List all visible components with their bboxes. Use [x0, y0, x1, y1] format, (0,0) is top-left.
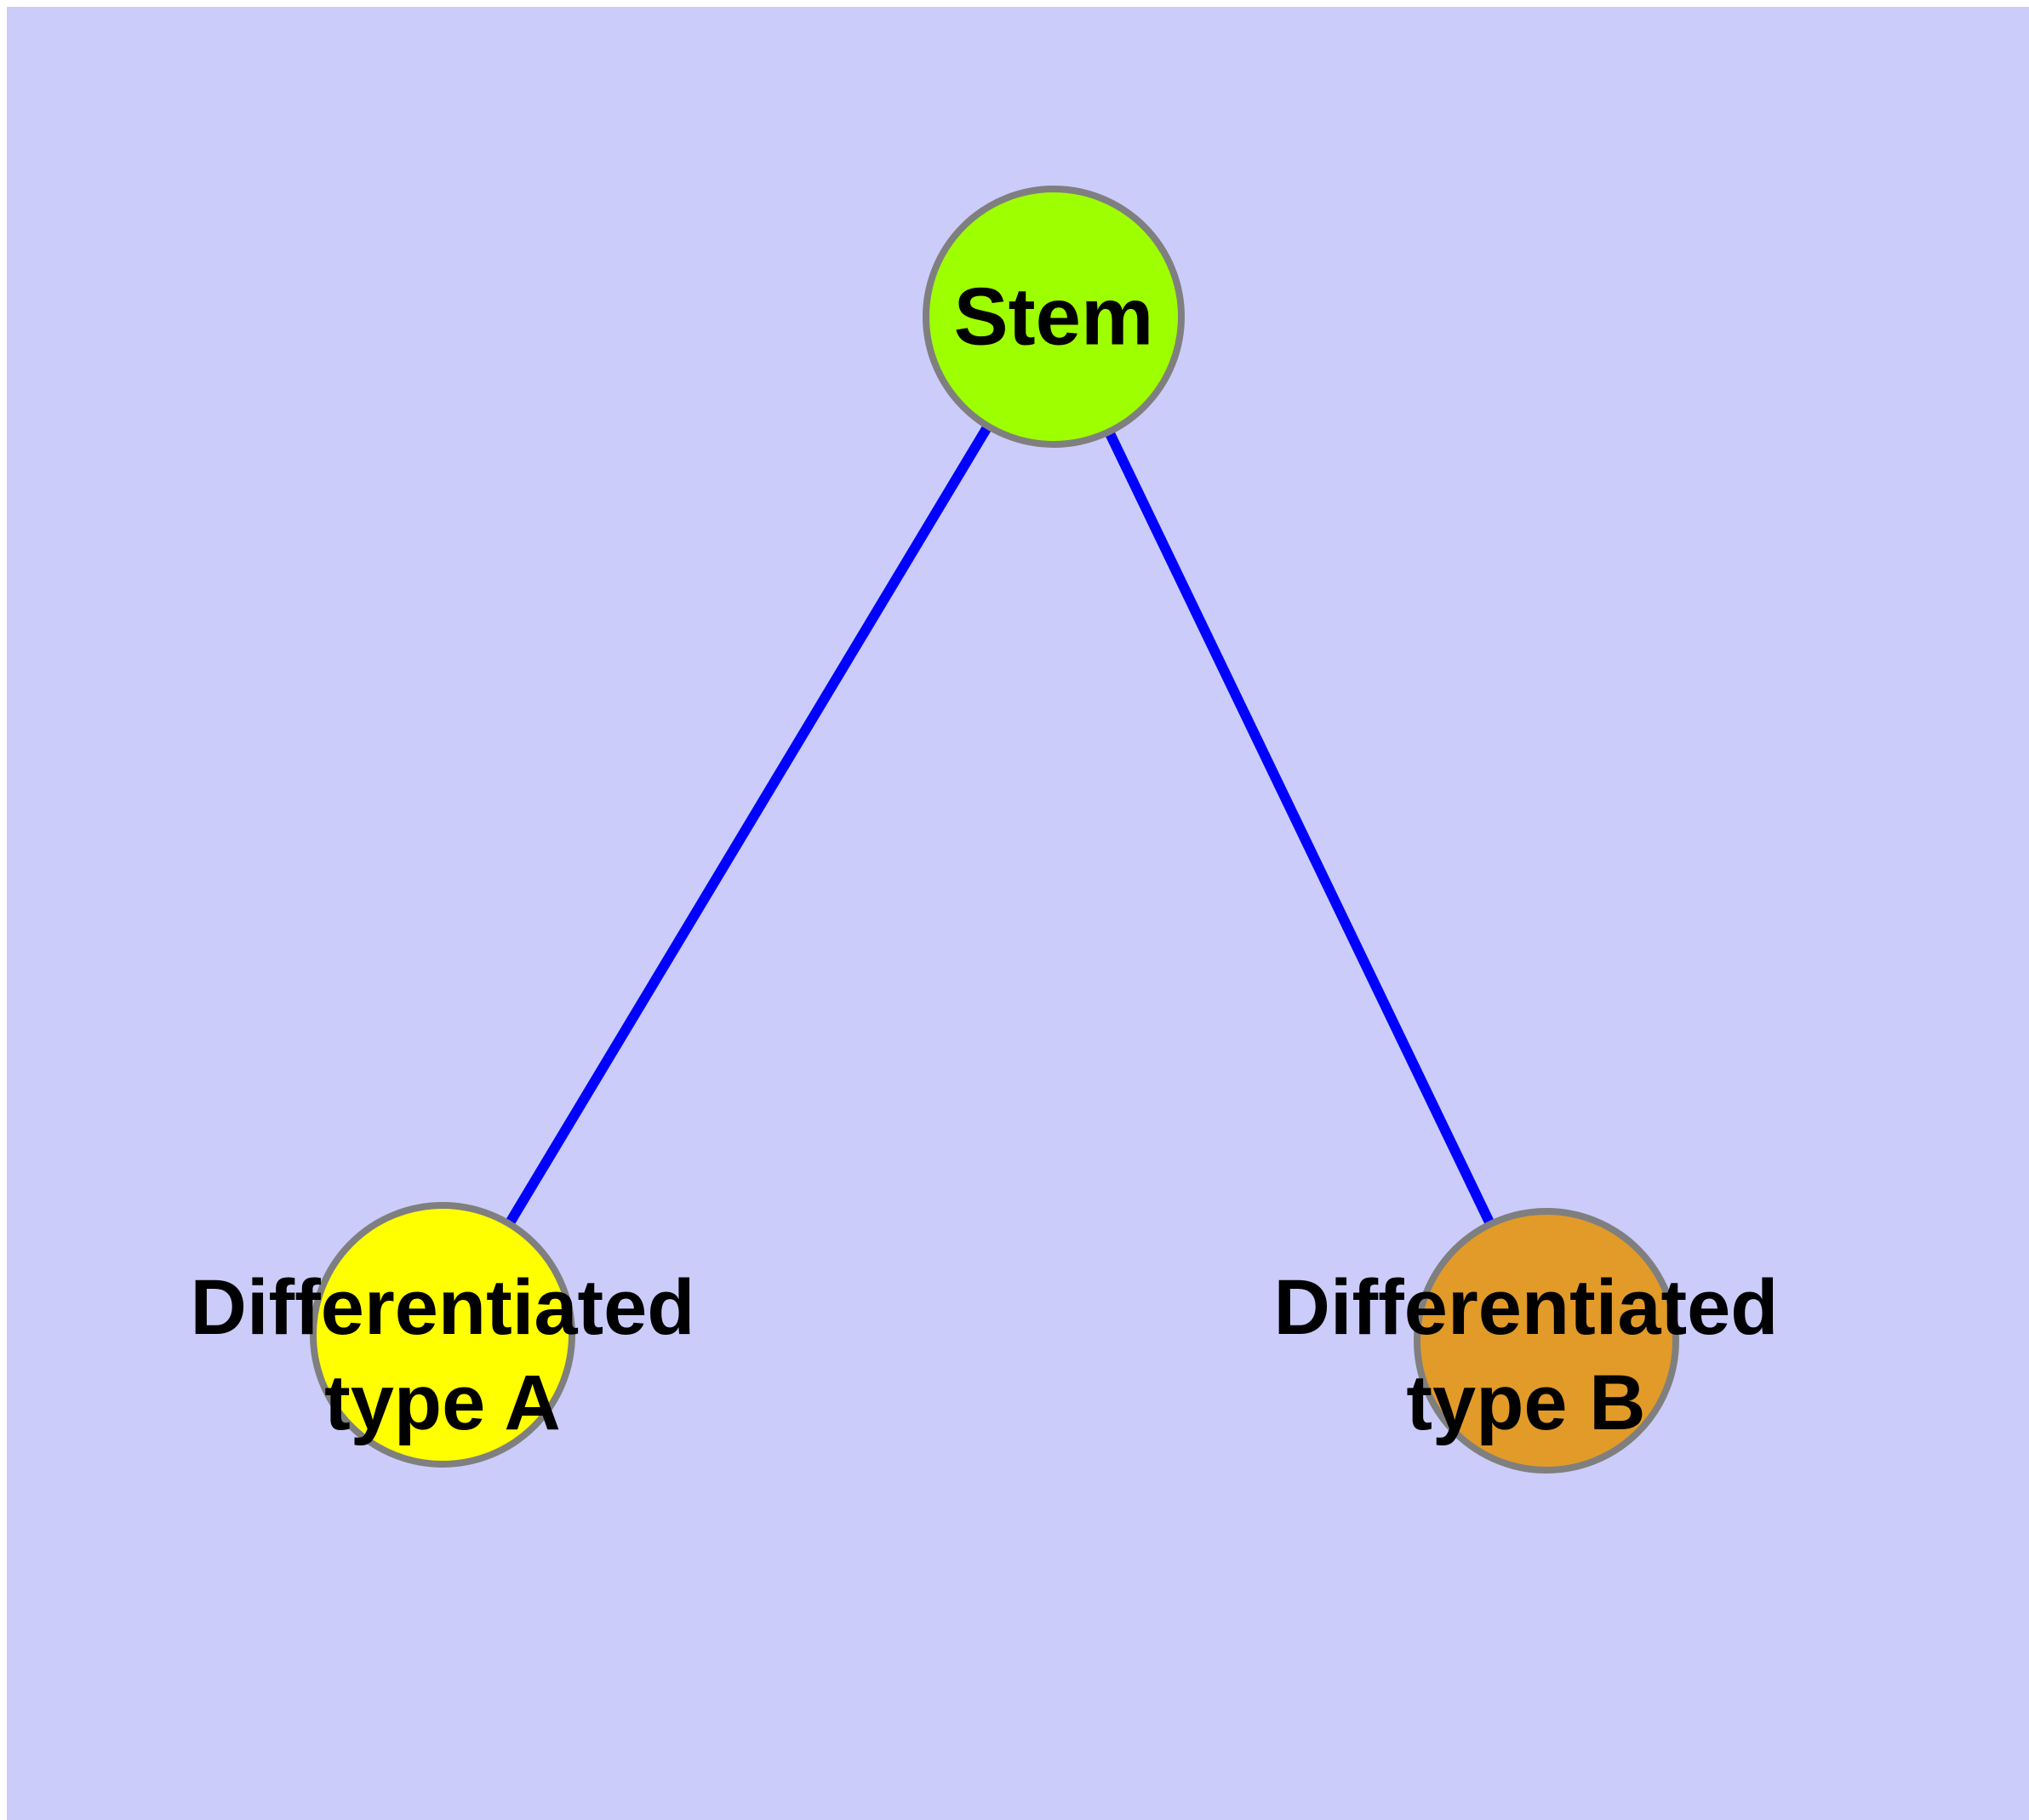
node-layer	[310, 186, 1679, 1474]
edge-stem-to-differentiated-type-b[interactable]	[1049, 314, 1552, 1343]
node-stem[interactable]	[923, 186, 1185, 448]
node-differentiated-type-b-circle[interactable]	[1414, 1208, 1679, 1474]
label-layer: Stem Differentiated type A Differentiate…	[191, 272, 1779, 1447]
node-differentiated-type-a-label-line1: Differentiated	[191, 1264, 695, 1351]
node-differentiated-type-b-label-line1: Differentiated	[1274, 1264, 1779, 1351]
node-differentiated-type-a-label-line2: type A	[324, 1359, 561, 1446]
node-link-graph: Stem Differentiated type A Differentiate…	[191, 186, 1779, 1474]
node-differentiated-type-b-label-line2: type B	[1406, 1359, 1645, 1446]
node-stem-circle[interactable]	[923, 186, 1185, 448]
diagram-plot-area: Stem Differentiated type A Differentiate…	[7, 7, 2029, 1820]
node-stem-label: Stem	[954, 272, 1154, 363]
node-differentiated-type-a-circle[interactable]	[310, 1202, 575, 1468]
edge-layer	[437, 313, 1552, 1343]
node-differentiated-type-b[interactable]	[1414, 1208, 1679, 1474]
edge-stem-to-differentiated-type-a[interactable]	[437, 313, 1059, 1338]
node-differentiated-type-a[interactable]	[310, 1202, 575, 1468]
